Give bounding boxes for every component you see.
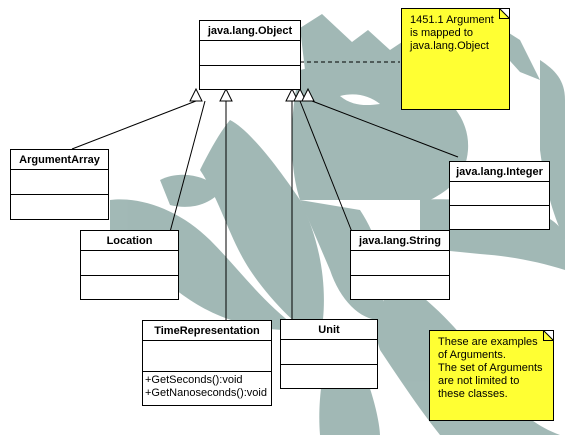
note-argument-mapping: 1451.1 Argument is mapped to java.lang.O…	[401, 8, 510, 110]
class-timerepresentation[interactable]: TimeRepresentation +GetSeconds():void +G…	[142, 320, 272, 406]
class-name: java.lang.Integer	[450, 162, 549, 182]
generalization-line-argumentarray	[71, 100, 197, 150]
class-name: Unit	[281, 320, 377, 340]
note-line: These are examples	[438, 336, 538, 348]
operations-compartment	[351, 276, 449, 300]
class-name: java.lang.Object	[200, 21, 300, 41]
attributes-compartment	[200, 41, 300, 66]
inheritance-arrowhead	[219, 87, 233, 102]
note-line: java.lang.Object	[410, 40, 489, 52]
class-java-lang-object[interactable]: java.lang.Object	[199, 20, 301, 90]
operations-compartment: +GetSeconds():void +GetNanoseconds():voi…	[143, 372, 271, 406]
class-argumentarray[interactable]: ArgumentArray	[10, 149, 109, 220]
class-name: Location	[81, 231, 178, 251]
note-line: are not limited to	[438, 375, 520, 387]
note-line: these classes.	[438, 388, 508, 400]
operations-compartment	[200, 66, 300, 90]
operations-compartment	[450, 206, 549, 229]
note-line: The set of Arguments	[438, 362, 543, 374]
class-java-lang-integer[interactable]: java.lang.Integer	[449, 161, 550, 230]
operations-compartment	[11, 195, 108, 219]
attributes-compartment	[81, 251, 178, 276]
note-arguments-examples: These are examples of Arguments. The set…	[429, 330, 554, 421]
class-location[interactable]: Location	[80, 230, 179, 300]
note-line: 1451.1 Argument	[410, 14, 494, 26]
class-name: java.lang.String	[351, 231, 449, 251]
folded-corner-icon	[401, 8, 510, 110]
generalization-line-integer	[311, 100, 459, 158]
attributes-compartment	[281, 340, 377, 365]
class-java-lang-string[interactable]: java.lang.String	[350, 230, 450, 300]
operations-compartment	[281, 365, 377, 389]
attributes-compartment	[351, 251, 449, 276]
folded-corner-icon	[429, 330, 554, 421]
attributes-compartment	[143, 341, 271, 372]
generalization-line-location	[169, 100, 206, 233]
note-line: is mapped to	[410, 27, 473, 39]
class-name: TimeRepresentation	[143, 321, 271, 341]
operation-get-nanoseconds: +GetNanoseconds():void	[145, 386, 267, 399]
class-name: ArgumentArray	[11, 150, 108, 170]
attributes-compartment	[450, 182, 549, 206]
attributes-compartment	[11, 170, 108, 195]
operations-compartment	[81, 276, 178, 300]
generalization-line-string	[299, 100, 353, 233]
inheritance-arrowhead	[189, 87, 203, 102]
inheritance-arrowhead	[301, 87, 315, 102]
operation-get-seconds: +GetSeconds():void	[145, 373, 243, 386]
class-unit[interactable]: Unit	[280, 319, 378, 389]
note-line: of Arguments.	[438, 349, 506, 361]
